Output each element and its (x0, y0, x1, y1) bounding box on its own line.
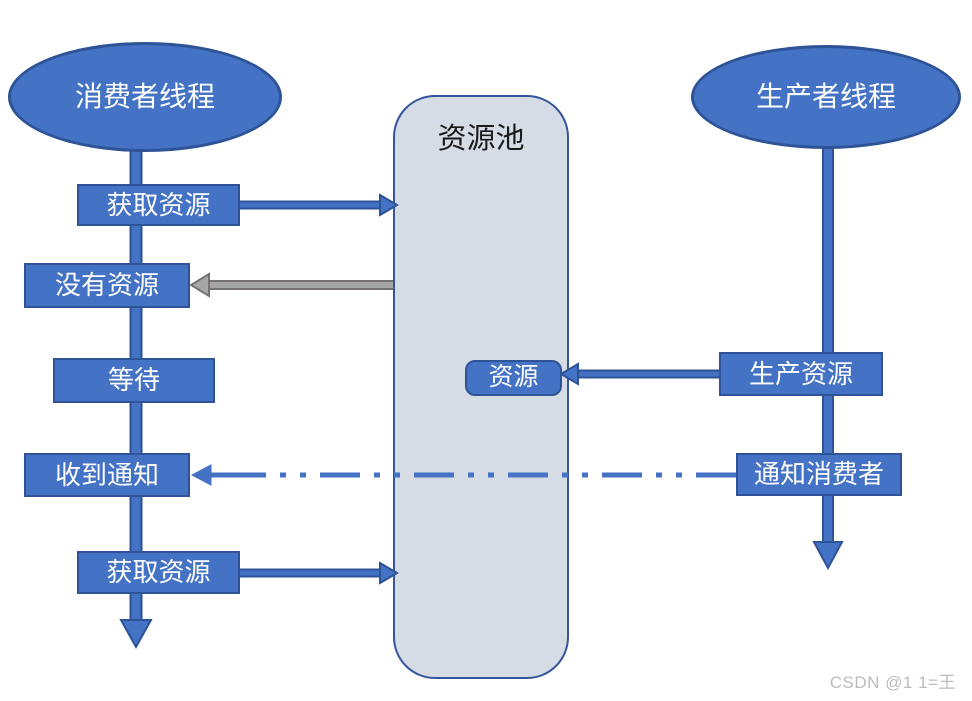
producer-thread-ellipse: 生产者线程 (691, 45, 961, 149)
step-label: 收到通知 (54, 459, 159, 490)
step-produce-resource: 生产资源 (719, 352, 883, 396)
arrow-pool-to-noresource (189, 272, 393, 298)
resource-item-label: 资源 (488, 363, 539, 392)
step-wait: 等待 (53, 358, 215, 403)
step-acquire-resource-1: 获取资源 (77, 184, 240, 226)
arrow-produce-to-resource (559, 362, 719, 386)
resource-item-box: 资源 (465, 360, 562, 396)
step-label: 通知消费者 (753, 459, 884, 490)
step-label: 等待 (107, 365, 160, 396)
step-label: 获取资源 (106, 557, 211, 588)
step-received-notification: 收到通知 (24, 453, 190, 497)
step-acquire-resource-2: 获取资源 (77, 551, 240, 594)
consumer-thread-ellipse: 消费者线程 (8, 42, 282, 152)
arrow-acquire2-to-pool (240, 561, 399, 585)
step-notify-consumer: 通知消费者 (736, 453, 902, 496)
arrow-acquire1-to-pool (240, 193, 399, 217)
step-label: 获取资源 (106, 189, 211, 220)
consumer-thread-label: 消费者线程 (74, 80, 215, 112)
step-no-resource: 没有资源 (24, 263, 190, 308)
resource-pool-title: 资源池 (437, 123, 525, 155)
csdn-watermark: CSDN @1 1=王 (829, 673, 956, 692)
step-label: 没有资源 (54, 270, 159, 301)
producer-thread-label: 生产者线程 (755, 80, 896, 112)
step-label: 生产资源 (748, 358, 853, 389)
